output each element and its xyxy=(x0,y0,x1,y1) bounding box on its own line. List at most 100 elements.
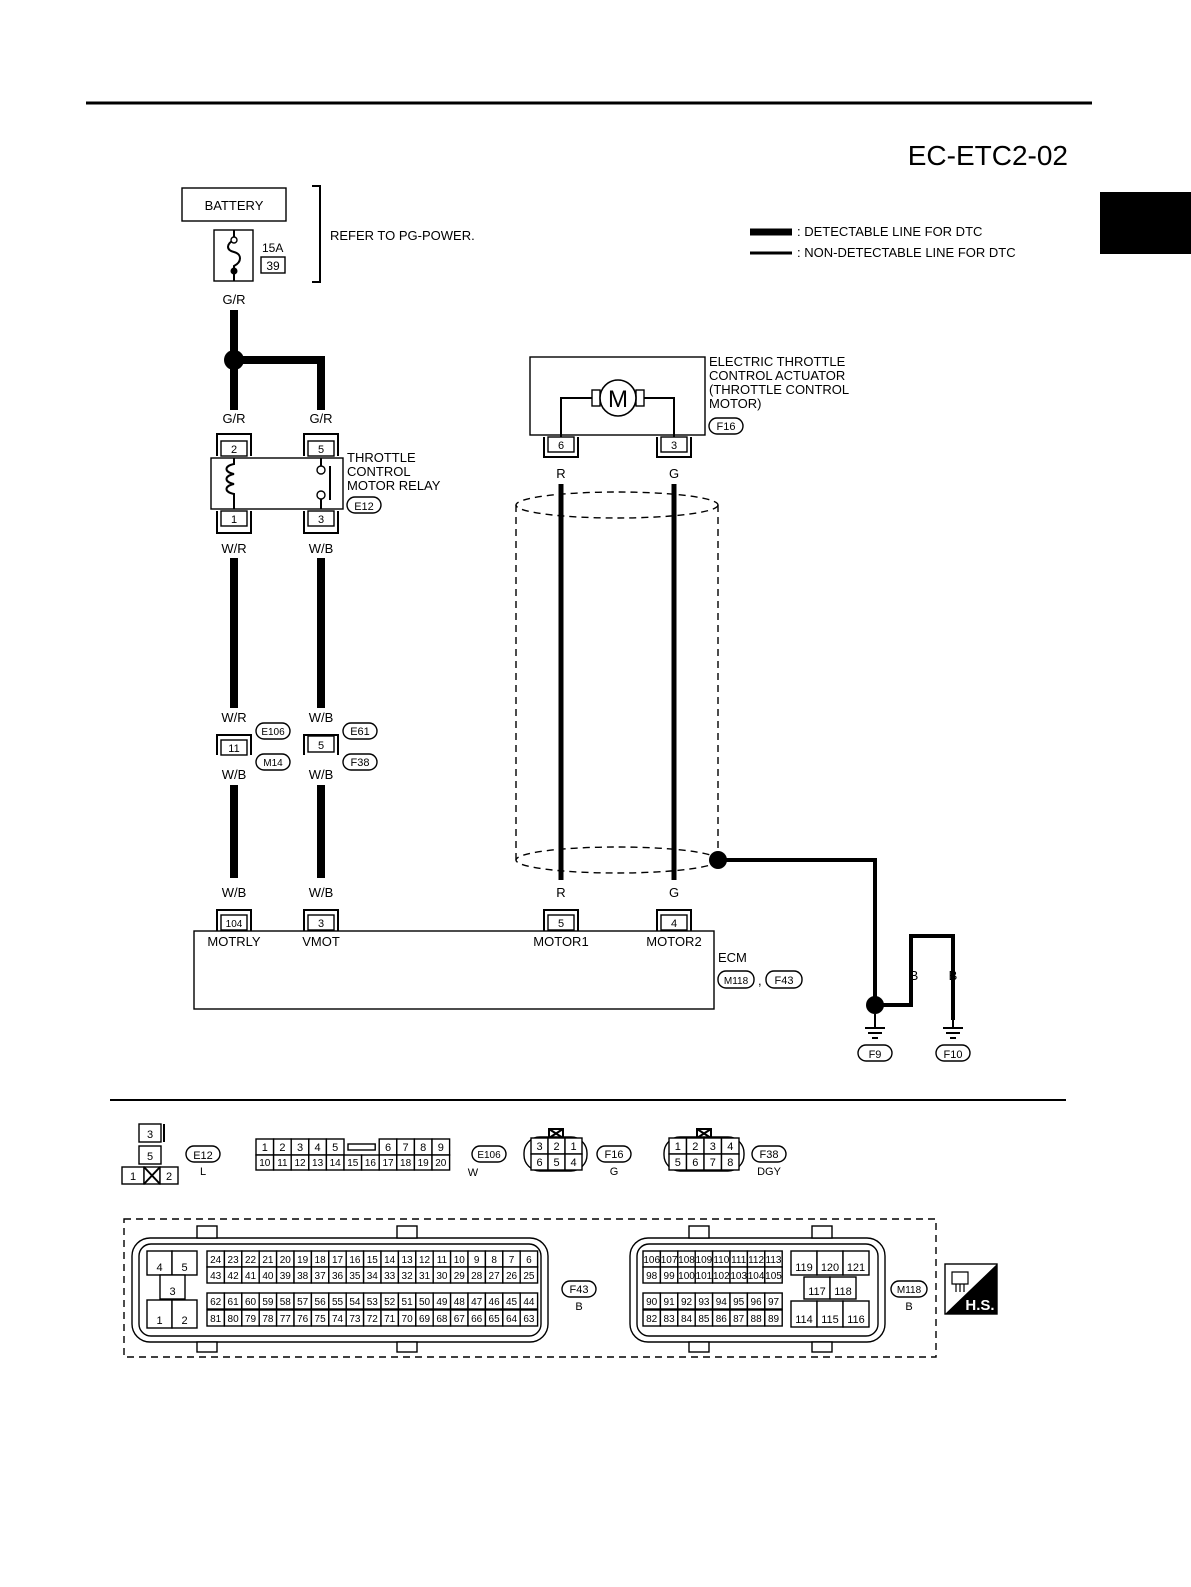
ecm-body xyxy=(193,930,715,1010)
f43-pin-2: 2 xyxy=(181,1315,187,1327)
f43-pin-55: 55 xyxy=(332,1297,344,1308)
m118-pin-89: 89 xyxy=(768,1314,780,1325)
e106-pin-11: 11 xyxy=(277,1158,288,1169)
f38-id: F38 xyxy=(760,1149,779,1161)
f43-pin-42: 42 xyxy=(228,1271,240,1282)
f16-id: F16 xyxy=(605,1149,624,1161)
f38-color: DGY xyxy=(757,1166,782,1178)
m118-pin-113: 113 xyxy=(766,1255,782,1266)
m118-pin-100: 100 xyxy=(678,1271,695,1282)
ecm-pin-3: 3 xyxy=(318,918,324,930)
m118-pin-90: 90 xyxy=(646,1297,658,1308)
relay-connector-id: E12 xyxy=(354,501,374,513)
f43-pin-38: 38 xyxy=(297,1271,309,1282)
e106-pin-13: 13 xyxy=(312,1158,324,1169)
m118-pin-120: 120 xyxy=(821,1262,839,1274)
f38-pin-1: 1 xyxy=(675,1141,681,1153)
e106-pin-20: 20 xyxy=(435,1158,447,1169)
wire-color-g-r-battery: G/R xyxy=(222,292,245,307)
f16-pin-5: 5 xyxy=(553,1157,559,1169)
f16-pin-4-cell xyxy=(564,1153,583,1171)
f38-pin-2: 2 xyxy=(692,1141,698,1153)
f43-pin-21: 21 xyxy=(262,1255,274,1266)
f43-pin-5: 5 xyxy=(181,1262,187,1274)
f43-pin-18: 18 xyxy=(315,1255,327,1266)
m118-pin-112: 112 xyxy=(748,1255,764,1266)
f43-pin-12: 12 xyxy=(419,1255,431,1266)
f43-pin-16: 16 xyxy=(349,1255,361,1266)
m118-pin-99: 99 xyxy=(664,1271,676,1282)
legend-detectable: : DETECTABLE LINE FOR DTC xyxy=(797,224,982,239)
e106-pin-17: 17 xyxy=(382,1158,394,1169)
m118-pin-101: 101 xyxy=(696,1271,713,1282)
motor-symbol: M xyxy=(608,386,628,413)
ecm-connectors-frame xyxy=(123,1218,937,1358)
e106-id: E106 xyxy=(477,1150,501,1161)
m118-id: M118 xyxy=(897,1285,922,1296)
f43-pin-60: 60 xyxy=(245,1297,257,1308)
f16-pin-6: 6 xyxy=(536,1157,542,1169)
ecm-terminal-motor2: MOTOR2 xyxy=(646,934,701,949)
ground-f9: F9 xyxy=(857,1014,893,1062)
ground-f10-label: F10 xyxy=(944,1049,963,1061)
ecm-block: 104 MOTRLY 3 VMOT 5 MOTOR1 4 MOTOR2 ECM … xyxy=(193,909,803,1010)
actuator-pin-6: 6 xyxy=(558,440,564,452)
legend-non-detectable: : NON-DETECTABLE LINE FOR DTC xyxy=(797,245,1016,260)
f43-pin-58: 58 xyxy=(280,1297,292,1308)
f43-pin-48: 48 xyxy=(454,1297,466,1308)
f43-pin-72: 72 xyxy=(367,1314,379,1325)
f43-pin-49: 49 xyxy=(436,1297,448,1308)
f43-pin-7: 7 xyxy=(509,1255,515,1266)
f43-pin-77: 77 xyxy=(280,1314,292,1325)
m118-pin-87: 87 xyxy=(733,1314,745,1325)
f43-pin-43: 43 xyxy=(210,1271,222,1282)
wire-color-w-b-5: W/B xyxy=(222,885,247,900)
m118-pin-97: 97 xyxy=(768,1297,780,1308)
shield-cylinder xyxy=(515,491,719,874)
joint-left-conn-bottom: M14 xyxy=(263,758,283,769)
ground-f9-label: F9 xyxy=(869,1049,882,1061)
m118-pin-116: 116 xyxy=(847,1314,865,1326)
f43-pin-23: 23 xyxy=(228,1255,240,1266)
f43-pin-34: 34 xyxy=(367,1271,379,1282)
f43-pin-20: 20 xyxy=(280,1255,292,1266)
m118-pin-118-cell xyxy=(829,1276,857,1300)
f43-pin-33: 33 xyxy=(384,1271,396,1282)
f43-pin-78: 78 xyxy=(262,1314,274,1325)
f43-pin-11: 11 xyxy=(437,1255,448,1266)
actuator-label-line-4: MOTOR) xyxy=(709,396,761,411)
m118-pin-110: 110 xyxy=(713,1255,729,1266)
f43-pin-28: 28 xyxy=(471,1271,483,1282)
f43-pin-25-cell xyxy=(519,1266,539,1284)
e12-pin-1: 1 xyxy=(130,1171,136,1183)
section-tab xyxy=(1100,192,1191,254)
f43-pin-69: 69 xyxy=(419,1314,431,1325)
fuse-icon xyxy=(227,230,241,281)
e106-pin-19: 19 xyxy=(418,1158,430,1169)
e12-pin-3: 3 xyxy=(147,1129,153,1141)
m118-pin-103: 103 xyxy=(730,1271,747,1282)
fuse-number: 39 xyxy=(266,259,280,273)
m118-pin-111: 111 xyxy=(731,1255,747,1266)
hs-badge-text: H.S. xyxy=(965,1297,994,1314)
m118-pin-82: 82 xyxy=(646,1314,658,1325)
f16-pin-4: 4 xyxy=(570,1157,576,1169)
relay-label-line-3: MOTOR RELAY xyxy=(347,478,441,493)
m118-pin-118: 118 xyxy=(834,1286,852,1298)
f43-pin-32: 32 xyxy=(402,1271,414,1282)
f43-pin-15: 15 xyxy=(367,1255,379,1266)
f43-pin-66: 66 xyxy=(471,1314,483,1325)
actuator-label-line-2: CONTROL ACTUATOR xyxy=(709,368,845,383)
f43-pin-9: 9 xyxy=(474,1255,480,1266)
f43-pin-40: 40 xyxy=(262,1271,274,1282)
wire-color-b-1: B xyxy=(910,968,919,983)
f43-pin-24: 24 xyxy=(210,1255,222,1266)
f43-pin-3: 3 xyxy=(169,1286,175,1298)
f43-pin-62: 62 xyxy=(210,1297,222,1308)
m118-pin-109: 109 xyxy=(696,1255,713,1266)
m118-pin-121-cell xyxy=(842,1250,870,1276)
battery-box xyxy=(181,187,287,222)
throttle-control-motor-relay: 2 5 1 3 THROTTLE CONTROL MOTOR RELAY E12 xyxy=(210,433,441,534)
